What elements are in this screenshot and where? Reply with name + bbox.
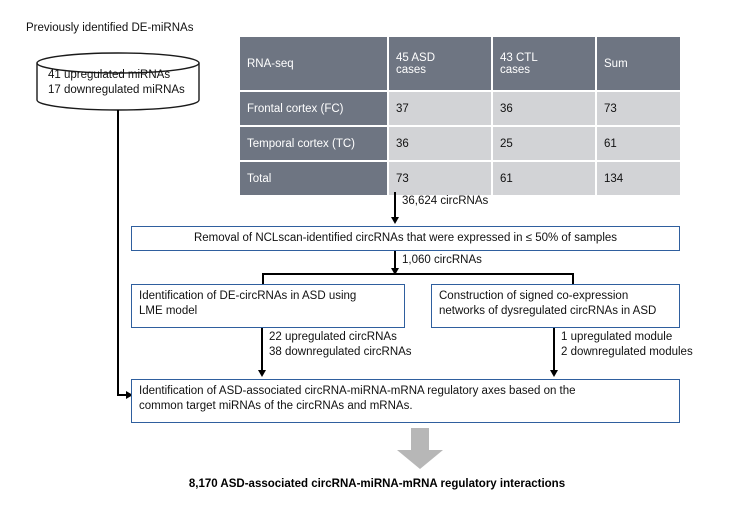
box-coexp-line2: networks of dysregulated circRNAs in ASD (439, 305, 657, 317)
box-coexpression-network: Construction of signed co-expression net… (431, 284, 680, 328)
box-lme-line1: Identification of DE-circRNAs in ASD usi… (139, 290, 357, 302)
edge-label-1060-circrnas: 1,060 circRNAs (402, 254, 482, 266)
box-final-regulatory-axes: Identification of ASD-associated circRNA… (131, 379, 680, 423)
connector-table-to-removal (394, 192, 396, 218)
box-removal-text: Removal of NCLscan-identified circRNAs t… (193, 232, 618, 244)
box-final-line2: common target miRNAs of the circRNAs and… (139, 400, 413, 412)
database-cylinder-shape (36, 52, 200, 111)
table-row: Temporal cortex (TC) 36 25 61 (240, 125, 680, 161)
arrowhead-coexp-to-final (549, 370, 558, 377)
arrowhead-to-removal-box (390, 217, 399, 224)
row-label-frontal-cortex: Frontal cortex (FC) (240, 90, 389, 126)
cell-total-asd: 73 (388, 160, 493, 195)
cylinder-text: 41 upregulated miRNAs 17 downregulated m… (48, 68, 198, 98)
arrowhead-to-split (390, 268, 399, 275)
cell-tc-ctl: 25 (492, 125, 597, 161)
cell-tc-sum: 61 (596, 125, 680, 161)
cylinder-line-2: 17 downregulated miRNAs (48, 84, 185, 96)
connector-cylinder-to-final-horizontal (117, 394, 129, 396)
rna-seq-sample-table: RNA-seq 45 ASD cases 43 CTL cases Sum Fr… (240, 37, 680, 195)
table-header-sum: Sum (596, 37, 680, 91)
down-arrow-icon (397, 428, 443, 469)
table-row: Total 73 61 134 (240, 160, 680, 195)
cell-total-sum: 134 (596, 160, 680, 195)
table-header-ctl-line1: 43 CTL (500, 51, 538, 64)
table-header-row: RNA-seq 45 ASD cases 43 CTL cases Sum (240, 37, 680, 91)
table-header-asd: 45 ASD cases (388, 37, 493, 91)
connector-lme-to-final (261, 328, 263, 372)
cylinder-icon (36, 52, 200, 111)
row-label-total: Total (240, 160, 389, 195)
box-removal-ncl-scan: Removal of NCLscan-identified circRNAs t… (131, 226, 680, 251)
cell-total-ctl: 61 (492, 160, 597, 195)
table-header-ctl-line2: cases (500, 63, 531, 76)
grey-down-arrow (396, 428, 444, 470)
split-drop-left (262, 273, 264, 285)
table-header-asd-line2: cases (396, 63, 427, 76)
arrowhead-into-final-box (126, 390, 133, 399)
cylinder-line-1: 41 upregulated miRNAs (48, 69, 171, 81)
edge-label-de-circrnas: 22 upregulated circRNAs 38 downregulated… (269, 330, 412, 360)
table-row: Frontal cortex (FC) 37 36 73 (240, 90, 680, 126)
cell-fc-asd: 37 (388, 90, 493, 126)
connector-coexp-to-final (553, 328, 555, 372)
box-de-circrna-lme: Identification of DE-circRNAs in ASD usi… (131, 284, 405, 328)
edge-label-de-line1: 22 upregulated circRNAs (269, 331, 397, 343)
cell-fc-ctl: 36 (492, 90, 597, 126)
row-label-temporal-cortex: Temporal cortex (TC) (240, 125, 389, 161)
previously-identified-label: Previously identified DE-miRNAs (26, 22, 194, 34)
box-final-line1: Identification of ASD-associated circRNA… (139, 385, 576, 397)
table-header-asd-line1: 45 ASD (396, 51, 435, 64)
edge-label-de-line2: 38 downregulated circRNAs (269, 346, 412, 358)
split-horizontal-bar (262, 273, 574, 275)
connector-cylinder-to-final-vertical (117, 110, 119, 395)
cell-fc-sum: 73 (596, 90, 680, 126)
box-lme-line2: LME model (139, 305, 198, 317)
table-header-corner: RNA-seq (240, 37, 389, 91)
cell-tc-asd: 36 (388, 125, 493, 161)
edge-label-module-line1: 1 upregulated module (561, 331, 673, 343)
arrowhead-lme-to-final (257, 370, 266, 377)
box-coexp-line1: Construction of signed co-expression (439, 290, 629, 302)
conclusion-text: 8,170 ASD-associated circRNA-miRNA-mRNA … (188, 478, 566, 490)
edge-label-36624-circrnas: 36,624 circRNAs (402, 195, 489, 207)
split-drop-right (572, 273, 574, 285)
connector-removal-to-split (394, 251, 396, 271)
table-header-ctl: 43 CTL cases (492, 37, 597, 91)
edge-label-modules: 1 upregulated module 2 downregulated mod… (561, 330, 693, 360)
edge-label-module-line2: 2 downregulated modules (561, 346, 693, 358)
